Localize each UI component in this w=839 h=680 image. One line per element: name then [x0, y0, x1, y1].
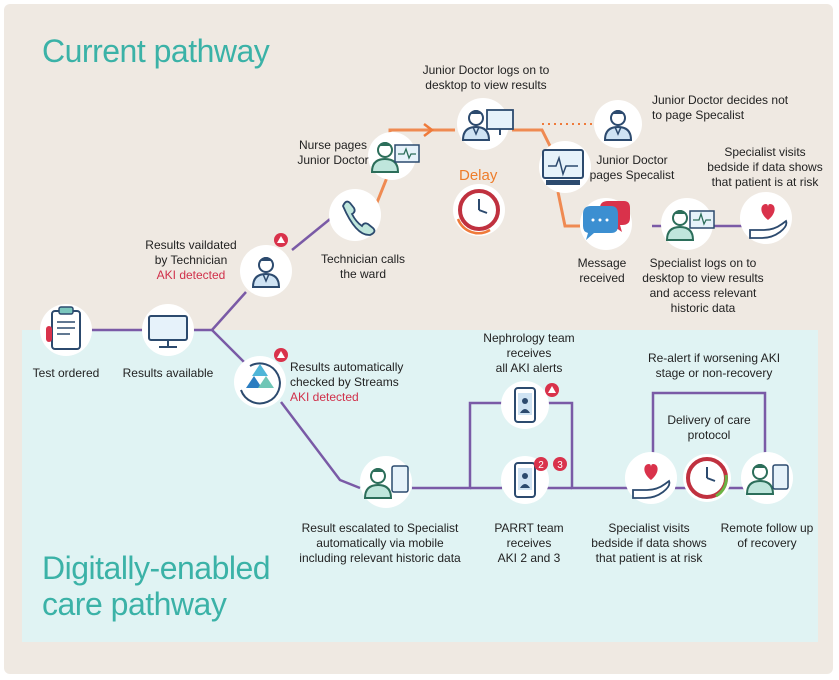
validated-label: Results vaildated by Technician AKI dete… — [145, 238, 237, 282]
aki-stage-2-badge — [534, 457, 548, 471]
nephrology-label: Nephrology team receives all AKI alerts — [483, 331, 575, 375]
junior-logs-label: Junior Doctor logs on to desktop to view… — [422, 63, 550, 92]
clock-icon — [453, 184, 505, 236]
specialist-logs-label: Specialist logs on to desktop to view re… — [642, 256, 764, 315]
delivery-label: Delivery of care protocol — [667, 413, 751, 442]
pager-icon — [539, 141, 591, 193]
nephrology-mobile-icon — [501, 381, 549, 429]
test-ordered-label: Test ordered — [32, 366, 100, 380]
badge-2-text: 2 — [538, 460, 544, 471]
aki-stage-3-badge — [553, 457, 567, 471]
specialist-desktop-icon — [661, 198, 715, 250]
junior-doctor-desktop-icon — [457, 98, 514, 150]
technician-doctor-icon — [240, 245, 292, 297]
badge-3-text: 3 — [557, 460, 563, 471]
junior-doctor-icon — [594, 100, 642, 148]
specialist-visits-current-label: Specialist visits bedside if data shows … — [707, 145, 823, 189]
junior-decides-label: Junior Doctor decides not to page Specal… — [652, 93, 789, 122]
technician-calls-label: Technician calls the ward — [320, 252, 406, 281]
remote-followup-label: Remote follow up of recovery — [720, 521, 814, 550]
message-received-label: Message received — [577, 256, 627, 285]
phone-icon — [329, 189, 381, 241]
hand-heart-icon — [740, 192, 792, 244]
clock-icon — [683, 454, 731, 502]
clipboard-icon — [40, 304, 92, 356]
specialist-visits-digital-label: Specialist visits bedside if data shows … — [591, 521, 707, 565]
warning-icon — [274, 233, 288, 247]
nurse-icon — [368, 132, 420, 180]
current-pathway-title: Current pathway — [42, 33, 270, 69]
speech-bubble-icon — [580, 198, 632, 250]
parrt-label: PARRT team receives AKI 2 and 3 — [494, 521, 564, 565]
remote-followup-icon — [741, 452, 793, 504]
streams-checked-label: Results automatically checked by Streams… — [290, 360, 404, 404]
realert-label: Re-alert if worsening AKI stage or non-r… — [647, 351, 781, 380]
delay-label: Delay — [459, 167, 498, 184]
specialist-mobile-icon — [360, 456, 412, 508]
streams-logo-icon — [234, 356, 286, 408]
nurse-pages-label: Nurse pages Junior Doctor — [297, 138, 369, 167]
hand-heart-icon — [625, 452, 677, 504]
junior-pages-label: Junior Doctor pages Specalist — [589, 153, 675, 182]
results-available-label: Results available — [122, 366, 214, 380]
digital-pathway-title: Digitally-enabled care pathway — [42, 550, 271, 622]
monitor-icon — [142, 304, 194, 356]
escalated-label: Result escalated to Specialist automatic… — [299, 521, 461, 565]
